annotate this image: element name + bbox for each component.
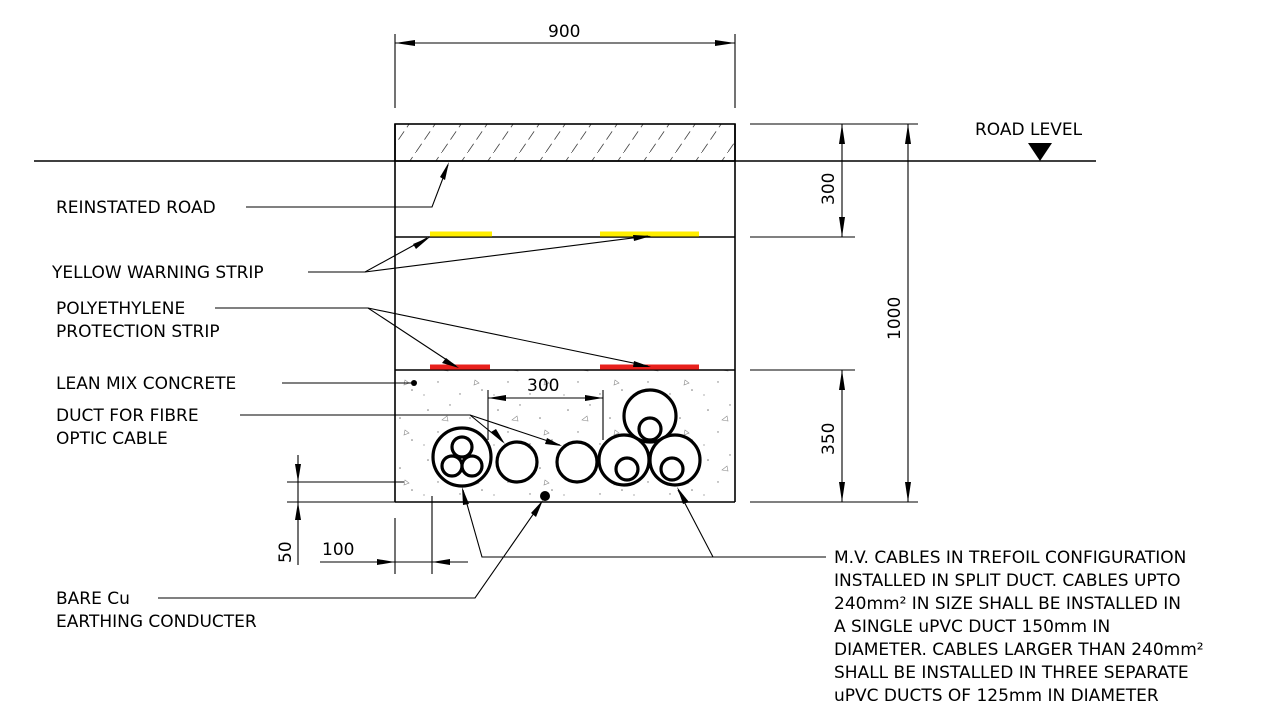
mv-note-line-1: M.V. CABLES IN TREFOIL CONFIGURATION bbox=[834, 548, 1186, 568]
mv-note-line-7: uPVC DUCTS OF 125mm IN DIAMETER bbox=[834, 686, 1159, 706]
mv-note-line-6: SHALL BE INSTALLED IN THREE SEPARATE bbox=[834, 663, 1189, 683]
label-polyethylene-line2: PROTECTION STRIP bbox=[56, 322, 220, 342]
fibre-duct-1 bbox=[495, 440, 539, 484]
dimension-50: 50 bbox=[276, 541, 296, 563]
mv-cable-note: M.V. CABLES IN TREFOIL CONFIGURATION INS… bbox=[834, 548, 1204, 706]
label-yellow-warning-strip: YELLOW WARNING STRIP bbox=[51, 263, 264, 283]
label-bare-cu-line2: EARTHING CONDUCTER bbox=[56, 612, 257, 632]
label-duct-fibre-line1: DUCT FOR FIBRE bbox=[56, 406, 199, 426]
dimension-350-depth: 350 bbox=[819, 423, 839, 455]
leader-fibre-duct-2 bbox=[469, 414, 561, 446]
mv-note-line-5: DIAMETER. CABLES LARGER THAN 240mm² bbox=[834, 640, 1204, 660]
road-level-label: ROAD LEVEL bbox=[975, 120, 1083, 140]
mv-note-line-2: INSTALLED IN SPLIT DUCT. CABLES UPTO bbox=[834, 571, 1180, 591]
label-reinstated-road: REINSTATED ROAD bbox=[56, 198, 216, 218]
dimension-100: 100 bbox=[322, 540, 354, 560]
mv-note-line-4: A SINGLE uPVC DUCT 150mm IN bbox=[834, 617, 1110, 637]
mv-note-line-3: 240mm² IN SIZE SHALL BE INSTALLED IN bbox=[834, 594, 1181, 614]
leader-mv-cables-left bbox=[462, 489, 713, 558]
reinstated-road-layer bbox=[394, 123, 736, 162]
leader-reinstated-road bbox=[246, 164, 449, 208]
label-duct-fibre-line2: OPTIC CABLE bbox=[56, 429, 168, 449]
dimension-1000-depth: 1000 bbox=[885, 297, 905, 340]
label-polyethylene-line1: POLYETHYLENE bbox=[56, 299, 185, 319]
fibre-duct-2 bbox=[555, 440, 599, 484]
mv-trefoil-left bbox=[431, 426, 493, 488]
road-level-marker bbox=[1028, 143, 1052, 161]
dimension-spacing-300: 300 bbox=[527, 376, 559, 396]
mv-trefoil-right bbox=[597, 388, 702, 487]
label-bare-cu-line1: BARE Cu bbox=[56, 589, 130, 609]
dimension-900: 900 bbox=[548, 22, 580, 42]
label-lean-mix-concrete: LEAN MIX CONCRETE bbox=[56, 374, 236, 394]
earthing-conductor-dot bbox=[540, 491, 550, 501]
leader-yellow-strip-2 bbox=[364, 235, 649, 273]
leader-bare-cu bbox=[158, 502, 542, 599]
leader-protection-strip-1 bbox=[215, 307, 457, 367]
leader-protection-strip-2 bbox=[367, 307, 649, 367]
dimension-300-depth: 300 bbox=[819, 173, 839, 205]
